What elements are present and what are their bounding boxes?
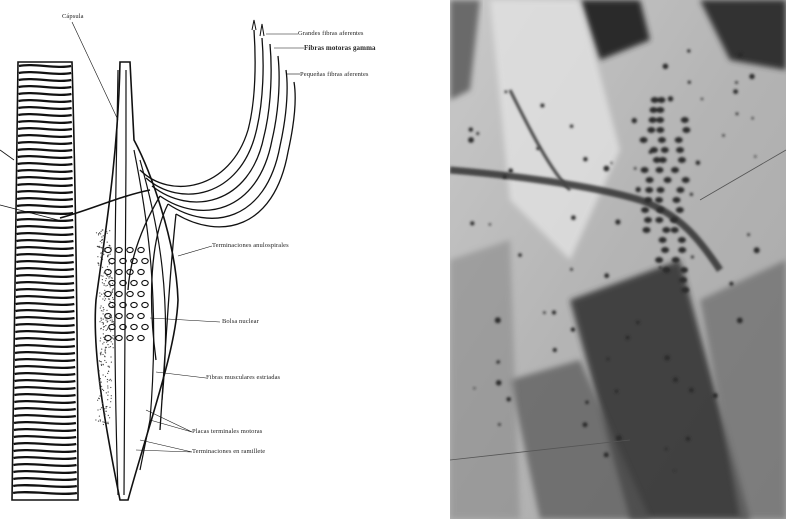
micrograph-panel bbox=[450, 0, 786, 519]
label-gamma-motor-fibers: Fibras motoras gamma bbox=[304, 44, 376, 52]
spindle-diagram bbox=[0, 0, 440, 519]
label-motor-end-plates: Placas terminales motoras bbox=[192, 428, 262, 435]
label-striated-intrafusal-fibers: Fibras musculares estriadas bbox=[206, 374, 280, 381]
extrafusal-fiber bbox=[12, 62, 78, 500]
label-nuclear-bag: Bolsa nuclear bbox=[222, 318, 259, 325]
spindle-diagram-panel: Cápsula Grandes fibras aferentes Fibras … bbox=[0, 0, 440, 519]
spindle-capsule bbox=[95, 62, 178, 500]
micrograph-image bbox=[450, 0, 786, 519]
label-flower-spray-endings: Terminaciones en ramillete bbox=[192, 448, 265, 455]
label-small-afferent-fibers: Pequeñas fibras aferentes bbox=[300, 71, 369, 78]
label-annulospiral-endings: Terminaciones anulospirales bbox=[212, 242, 289, 249]
label-large-afferent-fibers: Grandes fibras aferentes bbox=[298, 30, 364, 37]
label-capsule: Cápsula bbox=[62, 13, 84, 20]
